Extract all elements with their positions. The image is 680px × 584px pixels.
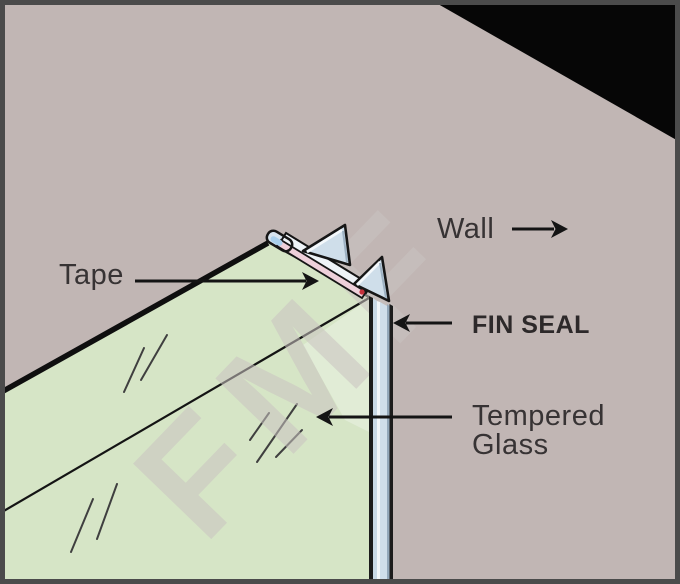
glass-reflection-marks — [70, 334, 303, 553]
tape-callout: Tape — [59, 259, 319, 291]
tempered-glass-label-line1: Tempered — [472, 400, 605, 432]
fin-seal-label: FIN SEAL — [472, 311, 590, 339]
tempered-glass-arrow-icon — [316, 408, 333, 426]
fin-seal-callout: FIN SEAL — [393, 311, 590, 339]
wall-arrow-icon — [551, 220, 568, 238]
tempered-glass-callout: Tempered Glass — [316, 400, 605, 461]
tempered-glass-label-line2: Glass — [472, 429, 549, 461]
glass-inner-edge-line — [1, 297, 370, 513]
corner-shadow — [431, 0, 680, 142]
wall-callout: Wall — [437, 213, 568, 245]
seal-cap-inner — [270, 236, 283, 246]
seal-channel-strip — [369, 296, 393, 579]
tape-label: Tape — [59, 259, 124, 291]
tempered-glass-panel — [0, 240, 370, 580]
tape-red-dot — [359, 289, 365, 295]
fin-seal-profile — [265, 223, 393, 579]
glass-sheen — [303, 299, 369, 432]
glass-top-edge-line — [0, 240, 270, 397]
seal-fin-right — [352, 255, 391, 303]
seal-end-cap-outline — [265, 229, 294, 253]
seal-fin-left — [301, 223, 352, 267]
wall-label: Wall — [437, 213, 494, 245]
fin-seal-arrow-icon — [393, 314, 410, 332]
glass-face — [0, 242, 369, 580]
tape-arrow-icon — [302, 272, 319, 290]
